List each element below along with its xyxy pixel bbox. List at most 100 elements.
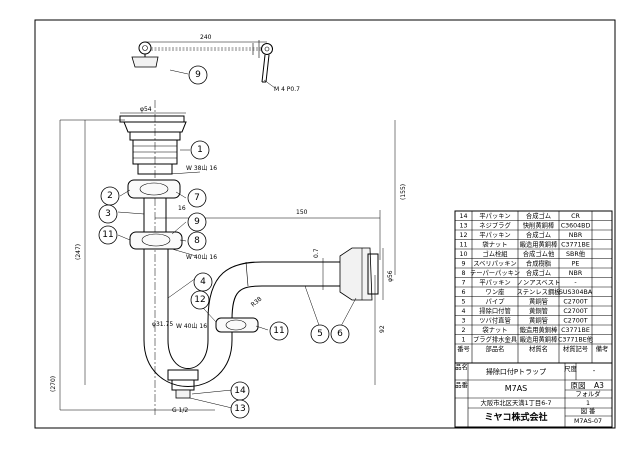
- callout-7: 7: [187, 188, 207, 208]
- parts-header-no: 番号: [457, 345, 470, 353]
- svg-text:8: 8: [194, 236, 200, 246]
- parts-row-name: 平パッキン: [479, 231, 510, 239]
- parts-row-name: ネジプラグ: [479, 220, 511, 229]
- parts-row-code: C3604BD: [561, 222, 591, 229]
- tb-folder-label: フォルダ: [575, 389, 601, 398]
- parts-row-material: ステンレス鋼板: [516, 287, 561, 296]
- parts-row-code: C2700T: [563, 308, 587, 315]
- dim-thread-mid: W 40山 16: [186, 253, 217, 261]
- svg-text:2: 2: [107, 191, 113, 201]
- tb-name-label: 品名: [455, 362, 468, 371]
- parts-header-material: 材質名: [529, 344, 548, 353]
- callout-3: 3: [98, 204, 118, 224]
- parts-row-no: 8: [461, 270, 465, 277]
- parts-row-code: PE: [572, 260, 580, 267]
- parts-row-code: -: [574, 279, 576, 286]
- parts-row-material: 鍛造用黄銅棒: [520, 239, 558, 248]
- parts-row-code: CR: [571, 213, 580, 220]
- parts-row-no: 10: [459, 251, 467, 258]
- parts-row-material: 合成ゴム他: [523, 249, 555, 258]
- parts-row-material: 合成樹脂: [526, 258, 552, 267]
- svg-text:11: 11: [273, 326, 284, 336]
- dim-07: 0.7: [313, 248, 320, 258]
- parts-row-material: 快削黄銅棒: [523, 220, 555, 229]
- dim-chain-length: 240: [200, 34, 212, 41]
- svg-text:11: 11: [102, 230, 113, 240]
- callout-5: 5: [310, 324, 330, 344]
- tb-company-name: ミヤコ株式会社: [484, 411, 547, 423]
- tb-name-value: 掃除口付Pトラップ: [486, 367, 546, 376]
- parts-row-no: 5: [461, 298, 465, 305]
- parts-row-material: 合成ゴム: [526, 230, 551, 239]
- tb-scale-label: 尺度: [564, 364, 577, 373]
- parts-row-code: C2700T: [563, 317, 587, 324]
- tb-size-value: A3: [594, 381, 604, 390]
- parts-row-no: 13: [459, 222, 467, 229]
- sheet-border: [34, 19, 616, 429]
- parts-header-note: 備考: [596, 344, 609, 353]
- dim-radius: R38: [250, 295, 264, 308]
- dim-16: 16: [178, 205, 186, 212]
- svg-text:1: 1: [197, 145, 203, 155]
- tb-drawing-no: M7AS-07: [574, 418, 602, 425]
- parts-row-no: 14: [459, 213, 467, 220]
- parts-row-code: NBR: [569, 232, 583, 239]
- parts-row-name: スベリパッキン: [473, 259, 516, 267]
- parts-row-name: ワン座: [486, 287, 505, 296]
- svg-text:5: 5: [317, 329, 323, 339]
- parts-row-code: NBR: [569, 270, 583, 277]
- parts-row-no: 7: [461, 279, 465, 286]
- parts-row-code: SUS304BA: [559, 289, 593, 296]
- callout-11-upper: 11: [98, 225, 118, 245]
- dim-thread-top: W 38山 16: [186, 164, 217, 172]
- parts-row-material: 黄銅管: [529, 296, 548, 305]
- dim-thread-low: W 40山 16: [176, 322, 207, 330]
- parts-header-name: 部品名: [486, 344, 505, 353]
- parts-row-name: 袋ナット: [482, 239, 507, 248]
- drain-screw-plug: [175, 389, 191, 399]
- svg-text:3: 3: [105, 209, 111, 219]
- svg-text:13: 13: [234, 404, 245, 414]
- parts-row-no: 3: [461, 317, 465, 324]
- svg-text:12: 12: [194, 295, 205, 305]
- parts-row-name: パイプ: [486, 297, 506, 305]
- dim-pipe-dia: φ31.75: [152, 321, 173, 328]
- callout-2: 2: [100, 186, 120, 206]
- tb-size-label: 原図: [571, 381, 586, 390]
- callout-4: 4: [193, 272, 213, 292]
- dim-plug-thread: G 1/2: [172, 407, 188, 414]
- parts-row-name: プラグ排水金具: [473, 334, 518, 343]
- parts-row-name: 平パッキン: [479, 212, 510, 220]
- parts-row-no: 4: [461, 308, 465, 315]
- callout-6: 6: [330, 324, 350, 344]
- dim-height-247: (247): [75, 244, 82, 260]
- cap-nut-middle: [129, 231, 183, 250]
- parts-row-material: ノンアスベスト: [517, 278, 561, 286]
- tb-code-label: 品番: [455, 381, 468, 389]
- p-trap-body: [143, 247, 379, 387]
- dim-height-155: (155): [400, 184, 407, 200]
- tb-code-value: M7AS: [505, 384, 528, 393]
- parts-row-name: 掃除口付管: [479, 306, 510, 315]
- cleanout-port: [167, 369, 199, 381]
- dim-chain-thread: M 4 P0.7: [274, 86, 300, 93]
- parts-row-name: ツバ付直管: [479, 315, 510, 324]
- tb-company-address: 大阪市北区天満1丁目6-7: [481, 398, 552, 407]
- dim-trap-width: 150: [296, 209, 308, 216]
- cap-nut-lower: [215, 317, 259, 333]
- parts-row-name: ゴム栓組: [482, 249, 508, 258]
- parts-header-code: 材質記号: [563, 344, 588, 353]
- parts-row-material: 合成ゴム: [526, 211, 551, 220]
- svg-text:9: 9: [195, 70, 201, 80]
- dim-plug-dia: φ54: [140, 106, 152, 113]
- callout-11-lower: 11: [269, 321, 289, 341]
- callout-12: 12: [190, 290, 210, 310]
- dim-height-92: 92: [379, 325, 386, 333]
- dim-height-270: (270): [50, 376, 57, 392]
- parts-row-code: C3771BE: [561, 327, 590, 334]
- tb-drawing-label: 図 番: [581, 407, 596, 415]
- svg-text:14: 14: [234, 386, 246, 396]
- callout-13: 13: [230, 399, 250, 419]
